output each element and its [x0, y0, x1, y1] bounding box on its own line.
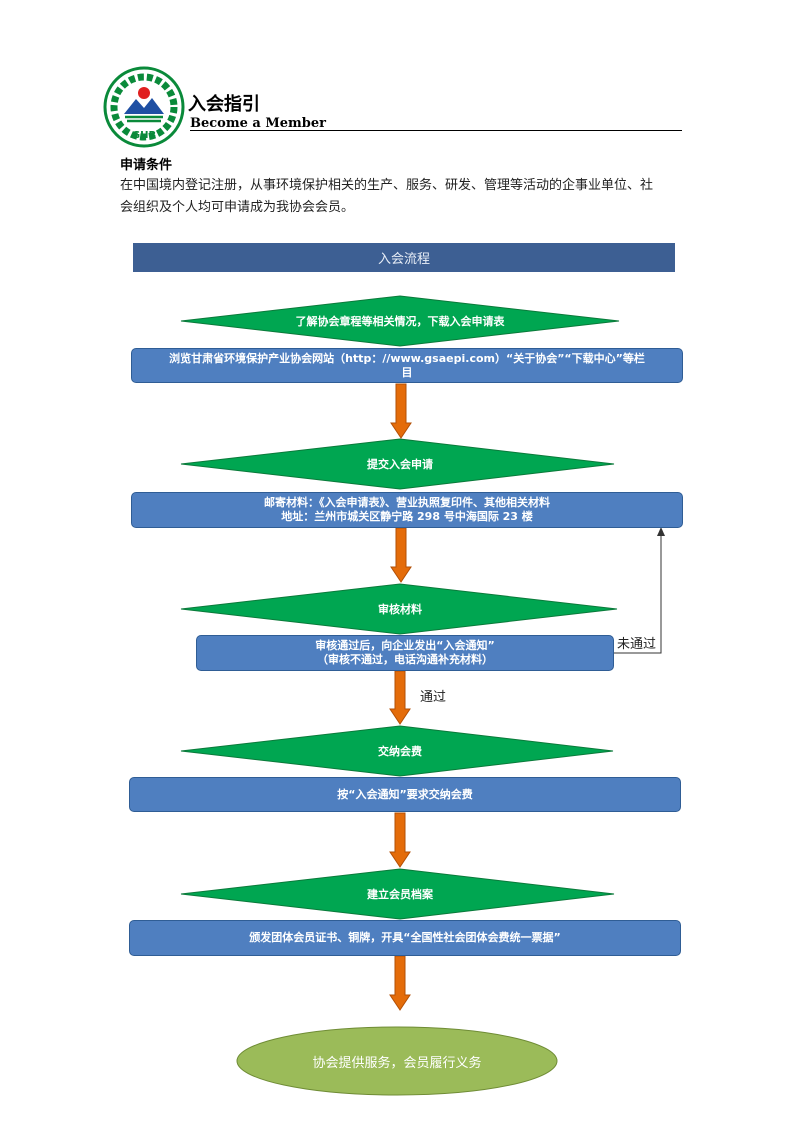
decision-step4-label: 交纳会费	[378, 745, 422, 758]
end-label: 协会提供服务，会员履行义务	[312, 1055, 482, 1071]
requirements-text: 在中国境内登记注册，从事环境保护相关的生产、服务、研发、管理等活动的企事业单位、…	[120, 178, 654, 215]
end-ellipse	[236, 1026, 558, 1096]
arrow-5	[389, 955, 411, 1011]
page-title: 入会指引	[188, 94, 260, 115]
process-step3-line1: 审核通过后，向企业发出“入会通知”	[315, 639, 495, 652]
process-step4-line1: 按“入会通知”要求交纳会费	[337, 787, 473, 801]
process-box-step2: 邮寄材料：《入会申请表》、营业执照复印件、其他相关材料 地址：兰州市城关区静宁路…	[131, 492, 683, 528]
process-box-step3: 审核通过后，向企业发出“入会通知” （审核不通过，电话沟通补充材料）	[196, 635, 614, 671]
process-step5-line1: 颁发团体会员证书、铜牌，开具“全国性社会团体会费统一票据”	[249, 931, 561, 944]
process-step3-line2: （审核不通过，电话沟通补充材料）	[317, 653, 493, 666]
process-step2-line1: 邮寄材料：《入会申请表》、营业执照复印件、其他相关材料	[264, 496, 550, 509]
arrow-2	[390, 527, 412, 583]
header-divider	[190, 130, 682, 131]
feedback-arrowhead	[657, 527, 665, 536]
feedback-line	[614, 534, 662, 654]
process-box-step5: 颁发团体会员证书、铜牌，开具“全国性社会团体会费统一票据”	[129, 920, 681, 956]
decision-step5	[180, 868, 615, 920]
flow-banner: 入会流程	[133, 243, 675, 272]
decision-step4	[180, 725, 614, 777]
arrow-4	[389, 812, 411, 868]
decision-step2-label: 提交入会申请	[367, 458, 433, 471]
process-box-step4: 按“入会通知”要求交纳会费	[129, 777, 681, 812]
decision-step1-label: 了解协会章程等相关情况，下载入会申请表	[295, 315, 505, 328]
pass-label: 通过	[420, 690, 447, 705]
arrow-1	[390, 383, 412, 439]
decision-step3-label: 审核材料	[378, 603, 422, 616]
ghb-logo: GHB	[103, 66, 185, 148]
fail-label: 未通过	[617, 637, 657, 652]
decision-step5-label: 建立会员档案	[367, 888, 433, 901]
process-step1-line1: 浏览甘肃省环境保护产业协会网站（http：//www.gsaepi.com）“关…	[169, 351, 645, 365]
decision-step2	[180, 438, 615, 490]
decision-step3	[180, 583, 618, 635]
process-box-step1: 浏览甘肃省环境保护产业协会网站（http：//www.gsaepi.com）“关…	[131, 348, 683, 383]
page-subtitle: Become a Member	[190, 116, 326, 131]
process-step1-line2: 目	[401, 365, 413, 379]
arrow-3	[389, 670, 411, 725]
process-step2-line2: 地址：兰州市城关区静宁路 298 号中海国际 23 楼	[281, 510, 533, 523]
requirements-heading: 申请条件	[120, 158, 173, 173]
decision-step1	[180, 295, 620, 347]
svg-text:GHB: GHB	[132, 130, 156, 141]
